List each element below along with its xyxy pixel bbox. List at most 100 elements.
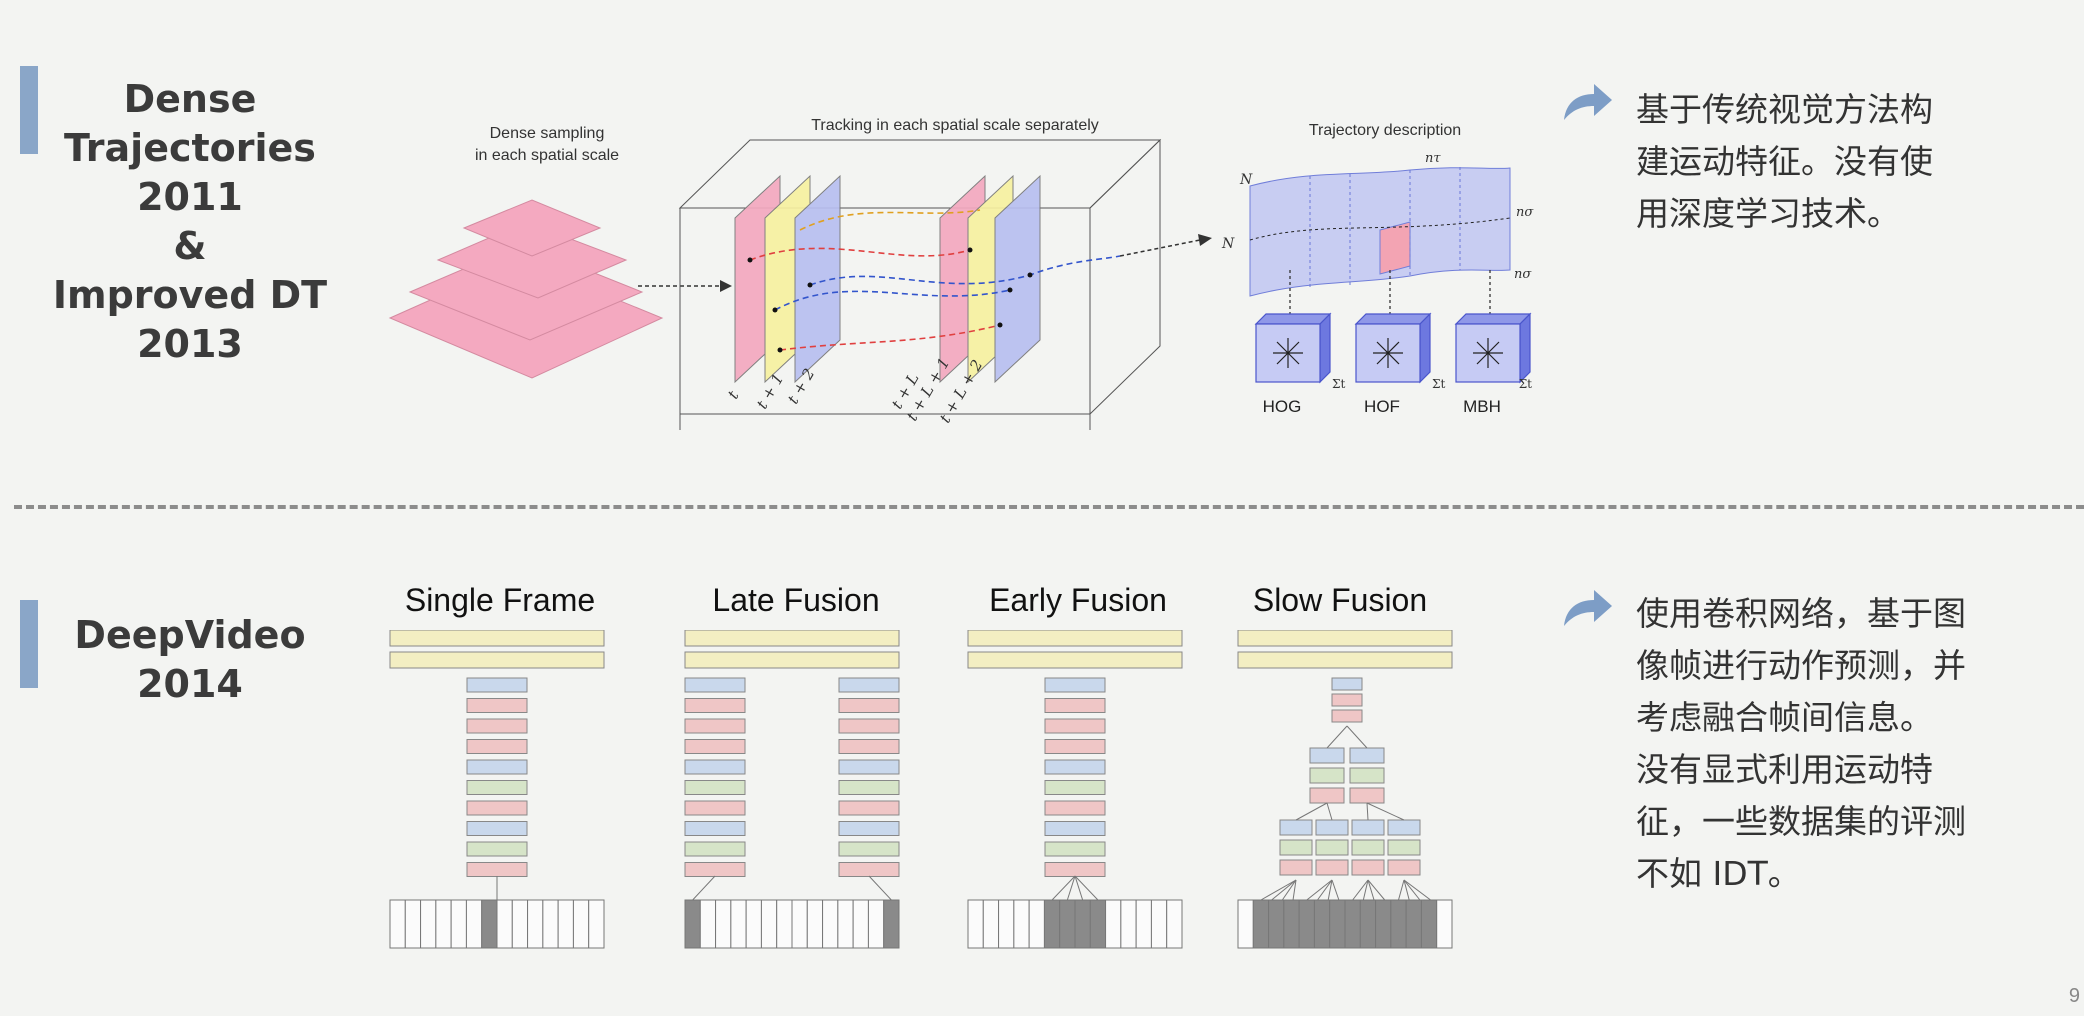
fc-layer — [967, 630, 1183, 647]
section1-title-line: 2013 — [137, 322, 243, 366]
video-frame — [760, 899, 778, 949]
section1-title-line: 2011 — [137, 175, 243, 219]
connection-line — [1281, 879, 1297, 901]
connection-line — [1352, 879, 1369, 901]
network-layer — [1044, 800, 1106, 816]
descriptor-cubes — [1254, 312, 1532, 384]
network-layer — [684, 800, 746, 816]
tracking-points — [747, 247, 1033, 353]
video-frame — [511, 899, 529, 949]
fc-layer — [1237, 630, 1453, 647]
video-frame — [527, 899, 544, 949]
connection-line — [1326, 725, 1348, 749]
section2-bullet-text: 使用卷积网络，基于图 像帧进行动作预测，并 考虑融合帧间信息。 没有显式利用运动… — [1636, 588, 2076, 900]
network-layer — [838, 862, 900, 877]
video-frame — [557, 899, 574, 949]
connection-line — [1074, 875, 1084, 901]
video-frame — [1420, 899, 1438, 949]
video-frame — [1252, 899, 1270, 949]
connection-line — [1292, 879, 1297, 901]
network-layer — [838, 800, 900, 816]
video-frame — [1135, 899, 1152, 949]
video-frame — [1313, 899, 1331, 949]
network-layer — [838, 841, 900, 857]
video-frame — [730, 899, 747, 949]
network-layer — [1044, 821, 1106, 836]
video-frame — [822, 899, 839, 949]
bullet-line: 基于传统视觉方法构 — [1636, 90, 1933, 129]
descriptor-mbh: MBH — [1463, 397, 1501, 416]
description-label: Trajectory description — [1309, 122, 1461, 139]
connection-line — [1398, 879, 1405, 901]
video-frame — [1405, 899, 1422, 949]
connection-line — [1367, 879, 1386, 901]
network-layer — [1279, 819, 1313, 836]
video-frame — [852, 899, 869, 949]
connection-line — [1362, 879, 1369, 901]
video-frame — [1089, 899, 1107, 949]
video-frame — [572, 899, 590, 949]
trajectory-curves — [749, 209, 1121, 351]
network-layer — [1351, 839, 1385, 856]
network-layer — [1044, 677, 1106, 693]
frame-planes-1 — [734, 174, 841, 384]
video-frame — [1359, 899, 1377, 949]
time-label: t + 2 — [784, 365, 818, 407]
video-frame — [1166, 899, 1183, 949]
network-layer — [466, 841, 528, 857]
connection-line — [1271, 879, 1297, 901]
trajectory-tube — [1249, 167, 1511, 297]
video-frame — [481, 899, 498, 949]
video-frame — [806, 899, 824, 949]
sampling-label-line1: Dense sampling — [490, 125, 605, 142]
fusion-architectures-figure — [389, 630, 1453, 949]
video-frame — [404, 899, 422, 949]
network-layer — [1279, 859, 1313, 876]
axis-ntau: nτ — [1425, 151, 1441, 166]
tube-gridlines — [1249, 167, 1511, 288]
network-layer — [1309, 767, 1345, 784]
label-single-frame: Single Frame — [404, 582, 596, 618]
network-layer — [1044, 780, 1106, 795]
axis-N-top: N — [1239, 172, 1253, 188]
network-layer — [1387, 819, 1421, 836]
section1-title: Dense Trajectories 2011 & Improved DT 20… — [40, 75, 340, 369]
network-layer — [1351, 819, 1385, 836]
sampling-pyramid — [388, 199, 664, 379]
network-layer — [684, 862, 746, 877]
connection-line — [1331, 879, 1340, 901]
section2-title-line: DeepVideo — [74, 613, 306, 657]
video-frame — [883, 899, 900, 949]
section1-title-line: Trajectories — [64, 126, 316, 170]
network-layer — [838, 759, 900, 775]
descriptor-hof: HOF — [1364, 397, 1400, 416]
network-layer — [1315, 859, 1349, 876]
network-layer — [1349, 767, 1385, 784]
video-frame — [967, 899, 984, 949]
connection-line — [1260, 879, 1297, 901]
network-layer — [684, 739, 746, 754]
network-layer — [1349, 747, 1385, 764]
network-layer — [1315, 819, 1349, 836]
network-layer — [466, 759, 528, 775]
label-slow-fusion: Slow Fusion — [1252, 582, 1428, 618]
dense-trajectories-figure: Dense sampling in each spatial scale Tra… — [388, 117, 1534, 430]
section2-title: DeepVideo 2014 — [40, 611, 340, 709]
sum-symbol: Σt — [1432, 377, 1445, 391]
label-late-fusion: Late Fusion — [712, 582, 880, 618]
connection-line — [1346, 725, 1368, 749]
section2-title-line: 2014 — [137, 662, 243, 706]
network-layer — [1044, 698, 1106, 713]
connection-line — [1326, 802, 1333, 821]
descriptor-hog: HOG — [1263, 397, 1302, 416]
connection-line — [1295, 802, 1328, 821]
fc-layer — [1237, 651, 1453, 669]
frame-planes-2 — [939, 174, 1041, 384]
video-frame — [389, 899, 406, 949]
video-frame — [1043, 899, 1061, 949]
video-frame — [791, 899, 808, 949]
connection-line — [1366, 802, 1369, 821]
sampling-label-line2: in each spatial scale — [475, 147, 619, 164]
connection-line — [1327, 879, 1333, 901]
axis-nsigma-1: nσ — [1516, 205, 1534, 220]
